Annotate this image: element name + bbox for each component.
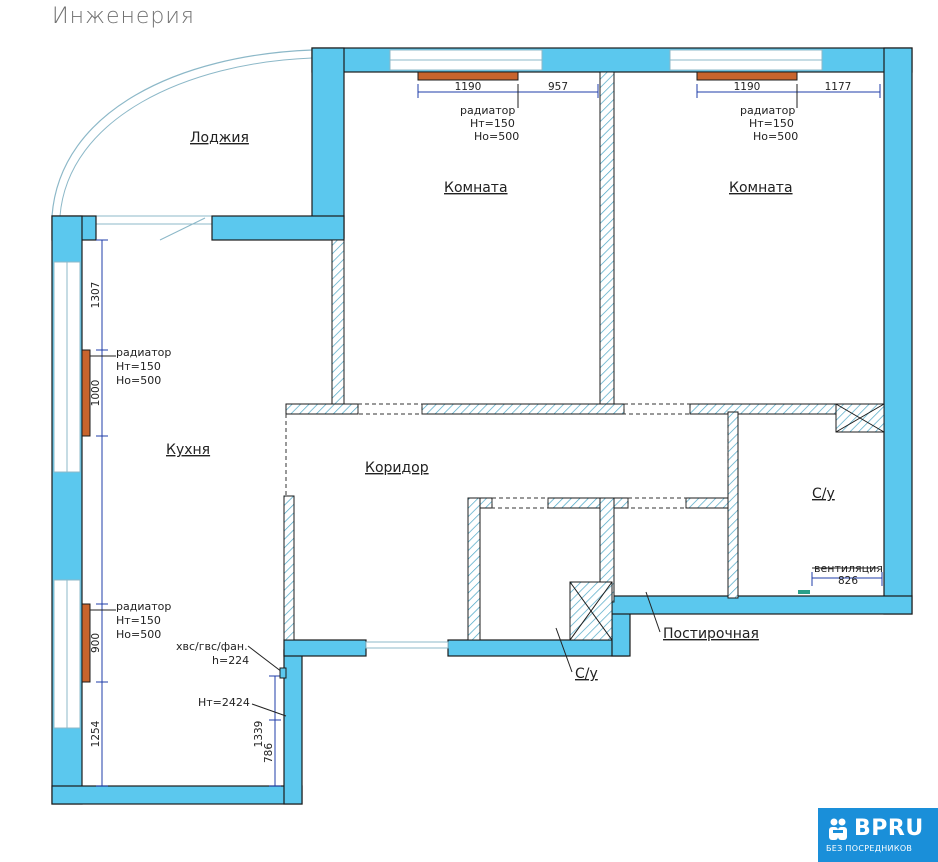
brand-logo: BPRU БЕЗ ПОСРЕДНИКОВ bbox=[818, 808, 938, 862]
dimension-lines bbox=[96, 84, 883, 787]
room-label-room-right: Комната bbox=[729, 180, 793, 196]
partition-corridor-top-b bbox=[421, 403, 625, 415]
wall-loggia-right bbox=[311, 47, 345, 239]
people-icon bbox=[829, 818, 847, 840]
wall-right bbox=[883, 47, 913, 615]
dim-room-left-offset: 957 bbox=[548, 81, 568, 93]
height-mark-note: Нт=2424 bbox=[198, 696, 250, 709]
ventilation-grill bbox=[798, 590, 810, 594]
dim-riser-upper: 1339 bbox=[253, 721, 265, 748]
wall-bottom-mid bbox=[447, 639, 629, 657]
wall-bottom-left bbox=[51, 785, 303, 805]
dim-riser-lower: 786 bbox=[263, 743, 275, 763]
partition-wc-top-b bbox=[547, 497, 629, 509]
openings bbox=[285, 403, 729, 509]
room-label-kitchen: Кухня bbox=[166, 442, 210, 458]
partition-kitchen-room bbox=[331, 239, 345, 405]
windows bbox=[53, 49, 823, 729]
dim-kitchen-radiator-lower: 900 bbox=[90, 633, 102, 653]
partition-rooms bbox=[599, 71, 615, 407]
dim-room-right-offset: 1177 bbox=[825, 81, 852, 93]
room-label-laundry: Постирочная bbox=[663, 626, 759, 642]
room-label-loggia: Лоджия bbox=[190, 130, 249, 146]
dim-kitchen-radiator-upper: 1000 bbox=[90, 380, 102, 407]
wall-loggia-bottom bbox=[211, 215, 345, 241]
radiator-room-right bbox=[696, 71, 798, 81]
partition-wc-left bbox=[467, 497, 481, 641]
svg-text:радиатор: радиатор bbox=[740, 104, 795, 117]
loggia-area bbox=[51, 49, 313, 241]
svg-text:Но=500: Но=500 bbox=[753, 130, 798, 143]
interior-partitions bbox=[283, 71, 885, 641]
room-label-room-left: Комната bbox=[444, 180, 508, 196]
svg-text:Нт=150: Нт=150 bbox=[116, 614, 161, 627]
radiator-note-room-left: радиатор Нт=150 Но=500 bbox=[460, 104, 519, 143]
exterior-walls bbox=[51, 47, 913, 805]
radiator-note-room-right: радиатор Нт=150 Но=500 bbox=[740, 104, 798, 143]
page-title: Инженерия bbox=[52, 4, 195, 29]
radiator-room-left bbox=[417, 71, 519, 81]
dim-kitchen-top: 1307 bbox=[90, 282, 102, 309]
wall-bottom-right bbox=[611, 595, 913, 615]
radiator-note-kitchen-lower: радиатор Нт=150 Но=500 bbox=[116, 600, 171, 641]
riser-note: хвс/гвс/фан. bbox=[176, 640, 248, 653]
svg-text:Нт=150: Нт=150 bbox=[116, 360, 161, 373]
svg-text:радиатор: радиатор bbox=[460, 104, 515, 117]
dim-room-right-radiator: 1190 bbox=[734, 81, 761, 93]
svg-text:Нт=150: Нт=150 bbox=[470, 117, 515, 130]
partition-kitchen-corridor bbox=[283, 495, 295, 641]
svg-text:Нт=150: Нт=150 bbox=[749, 117, 794, 130]
room-label-corridor: Коридор bbox=[365, 460, 429, 476]
room-label-wc-right: С/у bbox=[812, 486, 835, 502]
partition-wc-top-c bbox=[685, 497, 729, 509]
wall-bottom-mid-left bbox=[283, 639, 367, 657]
brand-tagline: БЕЗ ПОСРЕДНИКОВ bbox=[826, 844, 913, 853]
wall-riser bbox=[283, 649, 303, 805]
dim-ventilation-width: 826 bbox=[838, 575, 858, 587]
brand-name: BPRU bbox=[854, 816, 924, 841]
riser-marker bbox=[279, 667, 287, 679]
partition-corridor-top-a bbox=[285, 403, 359, 415]
radiator-kitchen-upper bbox=[81, 349, 91, 437]
partition-wc-right bbox=[727, 411, 739, 599]
radiator-note-kitchen-upper: радиатор Нт=150 Но=500 bbox=[116, 346, 171, 387]
radiator-kitchen-lower bbox=[81, 603, 91, 683]
room-label-wc-bottom: С/у bbox=[575, 666, 598, 682]
dim-room-left-radiator: 1190 bbox=[455, 81, 482, 93]
ventilation-note: вентиляция bbox=[814, 562, 883, 575]
dim-kitchen-bottom: 1254 bbox=[90, 720, 102, 747]
svg-text:радиатор: радиатор bbox=[116, 346, 171, 359]
svg-text:Но=500: Но=500 bbox=[116, 374, 161, 387]
svg-text:Но=500: Но=500 bbox=[474, 130, 519, 143]
svg-text:радиатор: радиатор bbox=[116, 600, 171, 613]
partition-corridor-top-c bbox=[689, 403, 841, 415]
riser-height-note: h=224 bbox=[212, 654, 249, 667]
svg-text:Но=500: Но=500 bbox=[116, 628, 161, 641]
radiators bbox=[81, 71, 798, 683]
